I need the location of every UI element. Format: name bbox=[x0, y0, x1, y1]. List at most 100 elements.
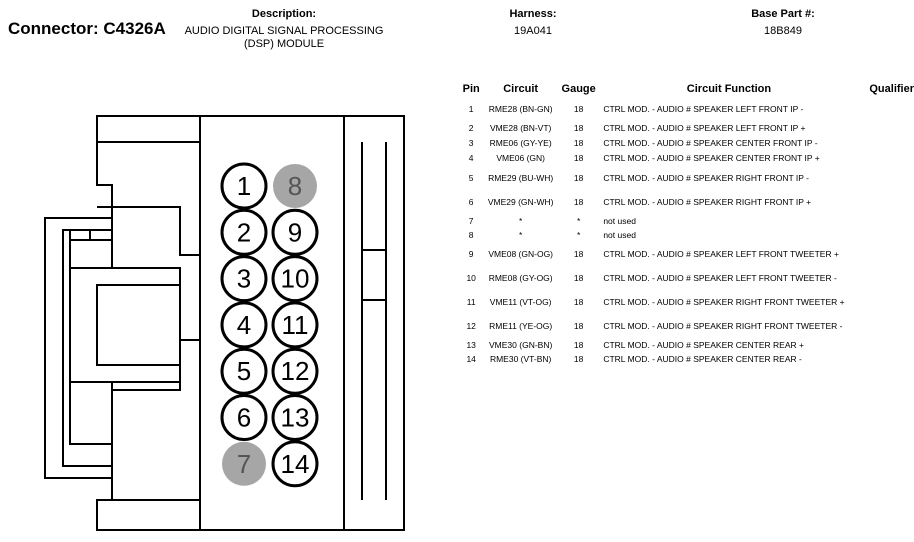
circuit-cell: VME30 (GN-BN) bbox=[489, 339, 553, 350]
circuit-function-cell: CTRL MOD. - AUDIO # SPEAKER LEFT FRONT I… bbox=[603, 103, 804, 114]
pin-cell: 9 bbox=[468, 248, 474, 259]
circuit-cell: * bbox=[519, 229, 523, 240]
circuit-function-cell: not used bbox=[603, 215, 636, 226]
table-row: 7**not used bbox=[455, 214, 914, 228]
pin-1-label: 1 bbox=[237, 171, 251, 201]
qualifier-cell bbox=[855, 214, 914, 228]
pin-cell: 6 bbox=[468, 196, 474, 207]
circuit-cell: VME06 (GN) bbox=[496, 153, 545, 163]
pin-cell: 13 bbox=[466, 339, 476, 350]
pin-12-cavity bbox=[271, 347, 319, 395]
circuit-function-cell: CTRL MOD. - AUDIO # SPEAKER CENTER REAR … bbox=[603, 353, 802, 364]
connector-title: Connector: C4326A bbox=[8, 19, 166, 38]
gauge-cell: 18 bbox=[573, 153, 584, 163]
pin-cell: 12 bbox=[466, 320, 476, 331]
base-part-value: 18B849 bbox=[764, 25, 802, 37]
gauge-cell: 18 bbox=[573, 339, 584, 350]
circuit-function-cell: CTRL MOD. - AUDIO # SPEAKER RIGHT FRONT … bbox=[603, 296, 845, 307]
pin-1-cavity bbox=[220, 162, 268, 210]
pin-cell: 7 bbox=[468, 215, 474, 226]
qualifier-cell bbox=[855, 242, 914, 266]
circuit-function-cell: CTRL MOD. - AUDIO # SPEAKER RIGHT FRONT … bbox=[603, 320, 843, 331]
pin-10-cavity bbox=[271, 255, 319, 303]
description-line1: AUDIO DIGITAL SIGNAL PROCESSING bbox=[184, 25, 384, 37]
header-circuit: Circuit bbox=[503, 83, 539, 95]
pin-8-cavity bbox=[273, 164, 317, 208]
qualifier-cell bbox=[855, 290, 914, 314]
qualifier-cell bbox=[855, 314, 914, 338]
description-line2: (DSP) MODULE bbox=[243, 38, 325, 50]
qualifier-cell bbox=[855, 266, 914, 290]
pin-5-label: 5 bbox=[237, 356, 251, 386]
pin-5-cavity bbox=[220, 347, 268, 395]
pin-4-cavity bbox=[220, 301, 268, 349]
pin-4-label: 4 bbox=[237, 310, 251, 340]
pin-7-label: 7 bbox=[237, 449, 251, 479]
circuit-function-cell: CTRL MOD. - AUDIO # SPEAKER CENTER FRONT… bbox=[603, 138, 818, 148]
pin-6-label: 6 bbox=[237, 403, 251, 433]
table-row: 12 RME11 (YE-OG) 18 CTRL MOD. - AUDIO # SPE… bbox=[455, 314, 914, 338]
circuit-cell: RME28 (BN-GN) bbox=[488, 103, 553, 114]
gauge-cell: 18 bbox=[573, 196, 584, 207]
table-row: 2 VME28 (BN-VT) 18 CTRL MOD. - AUDIO # SPEA… bbox=[455, 121, 914, 136]
circuit-function-cell: CTRL MOD. - AUDIO # SPEAKER LEFT FRONT T… bbox=[603, 272, 837, 283]
circuit-cell: VME29 (GN-WH) bbox=[487, 196, 554, 207]
pin-9-label: 9 bbox=[288, 217, 302, 247]
gauge-cell: * bbox=[577, 229, 581, 240]
pin-14-cavity bbox=[271, 440, 319, 488]
pin-cell: 11 bbox=[466, 296, 476, 307]
pin-2-cavity bbox=[220, 208, 268, 256]
circuit-function-cell: CTRL MOD. - AUDIO # SPEAKER LEFT FRONT I… bbox=[603, 123, 806, 133]
pin-13-cavity bbox=[271, 394, 319, 441]
pin-10-label: 10 bbox=[281, 264, 310, 294]
gauge-cell: 18 bbox=[573, 353, 584, 364]
pin-6-cavity bbox=[220, 394, 268, 441]
header-gauge: Gauge bbox=[561, 83, 596, 95]
pin-cell: 3 bbox=[468, 138, 474, 148]
pin-13-label: 13 bbox=[281, 403, 310, 433]
pin-table: Pin Circuit Gauge Circuit Function Quali… bbox=[455, 81, 914, 366]
pin-cell: 1 bbox=[468, 103, 474, 114]
qualifier-cell bbox=[855, 190, 914, 214]
circuit-cell: RME08 (GY-OG) bbox=[488, 272, 553, 283]
circuit-cell: RME06 (GY-YE) bbox=[489, 138, 552, 148]
header-circuit-function: Circuit Function bbox=[686, 83, 772, 95]
header-qualifier: Qualifier bbox=[869, 83, 914, 95]
pin-3-cavity bbox=[220, 255, 268, 303]
gauge-cell: 18 bbox=[573, 103, 584, 114]
gauge-cell: 18 bbox=[573, 320, 584, 331]
qualifier-cell bbox=[855, 151, 914, 166]
pin-cell: 5 bbox=[468, 172, 474, 183]
pin-cell: 2 bbox=[468, 123, 474, 133]
qualifier-cell bbox=[855, 121, 914, 136]
circuit-cell: VME08 (GN-OG) bbox=[488, 248, 554, 259]
header-pin: Pin bbox=[462, 83, 480, 95]
pin-8-label: 8 bbox=[288, 171, 302, 201]
circuit-cell: * bbox=[519, 215, 523, 226]
qualifier-cell bbox=[855, 352, 914, 366]
circuit-function-cell: CTRL MOD. - AUDIO # SPEAKER RIGHT FRONT … bbox=[603, 172, 809, 183]
pin-2-label: 2 bbox=[237, 217, 251, 247]
gauge-cell: 18 bbox=[573, 248, 584, 259]
qualifier-cell bbox=[855, 338, 914, 352]
qualifier-cell bbox=[855, 166, 914, 190]
circuit-cell: RME29 (BU-WH) bbox=[488, 172, 554, 183]
pin-cell: 4 bbox=[468, 153, 474, 163]
harness-value: 19A041 bbox=[514, 25, 552, 37]
qualifier-cell bbox=[855, 136, 914, 151]
gauge-cell: 18 bbox=[573, 123, 584, 133]
circuit-cell: RME11 (YE-OG) bbox=[489, 320, 553, 331]
qualifier-cell bbox=[855, 97, 914, 121]
circuit-cell: VME28 (BN-VT) bbox=[489, 123, 552, 133]
table-row: 8**not used bbox=[455, 228, 914, 242]
pin-3-label: 3 bbox=[237, 264, 251, 294]
pin-11-label: 11 bbox=[282, 310, 309, 340]
